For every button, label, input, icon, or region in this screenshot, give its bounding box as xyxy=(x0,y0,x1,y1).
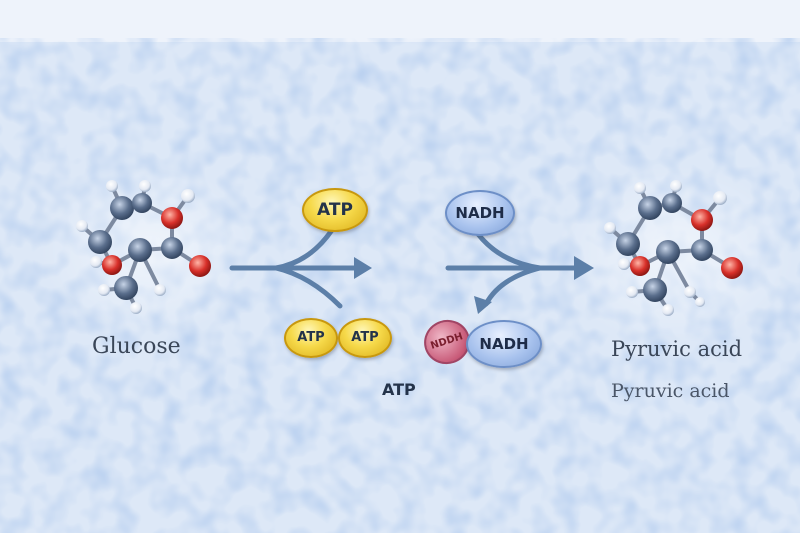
pyruvic-acid-label-secondary: Pyruvic acid xyxy=(611,380,730,402)
glucose-label: Glucose xyxy=(92,334,181,359)
arrowhead-left xyxy=(354,257,372,279)
nadh-output-curve xyxy=(483,265,543,307)
pyruvic-acid-molecule xyxy=(604,180,743,316)
reaction-arrows xyxy=(229,227,581,309)
atp-output-badge-2: ATP xyxy=(338,318,392,358)
atp-output-curve xyxy=(273,265,343,309)
atp-input-badge: ATP xyxy=(302,188,368,232)
top-light-band xyxy=(0,0,800,42)
nadh-input-curve xyxy=(475,231,543,271)
pyruvic-acid-label: Pyruvic acid xyxy=(611,337,743,361)
nadh-output-badge: NADH xyxy=(466,320,542,368)
atp-free-label: ATP xyxy=(382,380,416,399)
nadh-input-badge: NADH xyxy=(445,190,515,236)
atp-output-badge-1: ATP xyxy=(284,318,338,358)
glucose-molecule xyxy=(76,180,211,314)
arrowhead-nadh-output xyxy=(474,296,492,314)
atp-input-curve xyxy=(273,227,335,271)
arrowhead-right xyxy=(574,256,594,280)
